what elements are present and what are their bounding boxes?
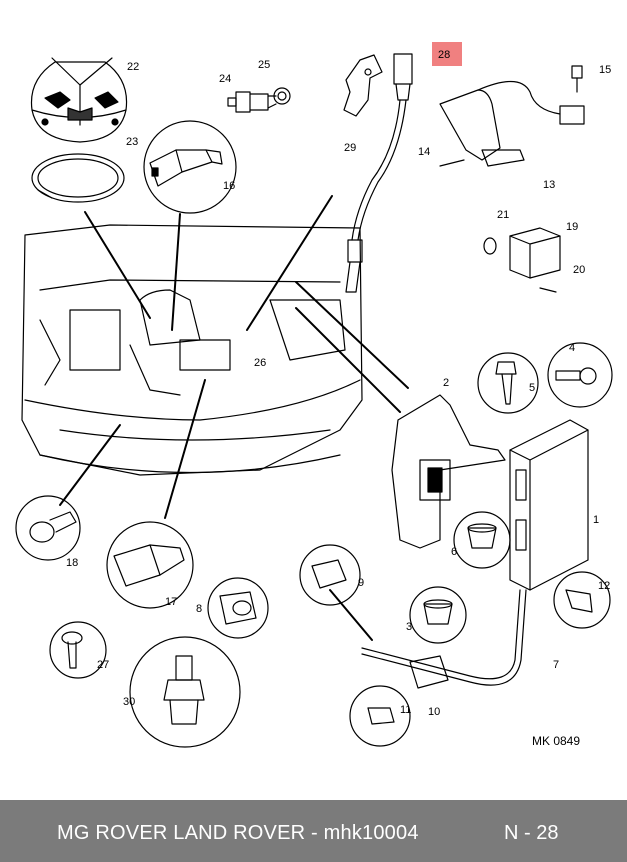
part-label-3: 3 bbox=[406, 621, 412, 633]
part-label-25: 25 bbox=[258, 59, 270, 71]
bolt-4-detail-circle bbox=[547, 342, 613, 408]
footer-page-number: N - 28 bbox=[504, 822, 559, 844]
support-rod-7-drawing bbox=[361, 589, 527, 689]
part-label-5: 5 bbox=[529, 382, 535, 394]
sensor-16-detail-circle bbox=[143, 120, 237, 214]
switch-30-detail-circle bbox=[129, 636, 241, 748]
part-label-9: 9 bbox=[358, 577, 364, 589]
part-label-26: 26 bbox=[254, 357, 266, 369]
ecu-module-drawing bbox=[509, 419, 589, 591]
leader-lines bbox=[59, 195, 409, 641]
footer-bar: MG ROVER LAND ROVER - mhk10004 N - 28 bbox=[0, 800, 627, 862]
part-label-24: 24 bbox=[219, 73, 231, 85]
exploded-parts-diagram: 1 2 3 4 5 6 7 8 9 10 11 12 13 14 15 16 1… bbox=[15, 42, 613, 748]
part-label-18: 18 bbox=[66, 557, 78, 569]
nut-11-detail-circle bbox=[349, 685, 411, 747]
part-label-16: 16 bbox=[223, 180, 235, 192]
part-label-4: 4 bbox=[569, 342, 575, 354]
part-label-8: 8 bbox=[196, 603, 202, 615]
nut-12-detail-circle bbox=[553, 571, 611, 629]
part-label-27: 27 bbox=[97, 659, 109, 671]
ecu-bracket-drawing bbox=[391, 394, 506, 549]
bolt-27-detail-circle bbox=[49, 621, 107, 679]
engine-bay-drawing bbox=[21, 224, 363, 476]
relay-19-drawing bbox=[483, 227, 561, 293]
part-label-7: 7 bbox=[553, 659, 559, 671]
clip-8-detail-circle bbox=[207, 577, 269, 639]
part-label-1: 1 bbox=[593, 514, 599, 526]
bolt-5-detail-circle bbox=[477, 352, 539, 414]
sensor-17-detail-circle bbox=[106, 521, 194, 609]
part-label-11: 11 bbox=[400, 704, 411, 716]
part-label-29: 29 bbox=[344, 142, 356, 154]
part-label-6: 6 bbox=[451, 546, 457, 558]
part-label-17: 17 bbox=[165, 596, 177, 608]
footer-title: MG ROVER LAND ROVER - mhk10004 bbox=[57, 822, 419, 844]
part-label-10: 10 bbox=[428, 706, 440, 718]
part-label-19: 19 bbox=[566, 221, 578, 233]
part-label-28: 28 bbox=[438, 49, 450, 61]
part-label-23: 23 bbox=[126, 136, 138, 148]
oxygen-sensor-harness-drawing bbox=[343, 53, 413, 293]
diagram-reference-code: MK 0849 bbox=[532, 734, 580, 748]
clip-3-detail-circle bbox=[409, 586, 467, 644]
pressure-switch-24-25-drawing bbox=[227, 87, 291, 113]
distributor-cap-drawing bbox=[30, 57, 128, 143]
part-number-labels: 1 2 3 4 5 6 7 8 9 10 11 12 13 14 15 16 1… bbox=[66, 49, 611, 748]
crank-sensor-13-drawing bbox=[439, 65, 585, 167]
part-label-30: 30 bbox=[123, 696, 135, 708]
part-label-2: 2 bbox=[443, 377, 449, 389]
seal-ring-drawing bbox=[31, 153, 125, 203]
highlight-box-28 bbox=[432, 42, 462, 66]
part-label-12: 12 bbox=[598, 580, 610, 592]
part-label-13: 13 bbox=[543, 179, 555, 191]
clip-9-detail-circle bbox=[299, 544, 361, 606]
part-label-20: 20 bbox=[573, 264, 585, 276]
part-label-22: 22 bbox=[127, 61, 139, 73]
clip-6-detail-circle bbox=[453, 511, 511, 569]
part-label-21: 21 bbox=[497, 209, 509, 221]
part-label-15: 15 bbox=[599, 64, 611, 76]
sensor-18-detail-circle bbox=[15, 495, 81, 561]
part-label-14: 14 bbox=[418, 146, 430, 158]
